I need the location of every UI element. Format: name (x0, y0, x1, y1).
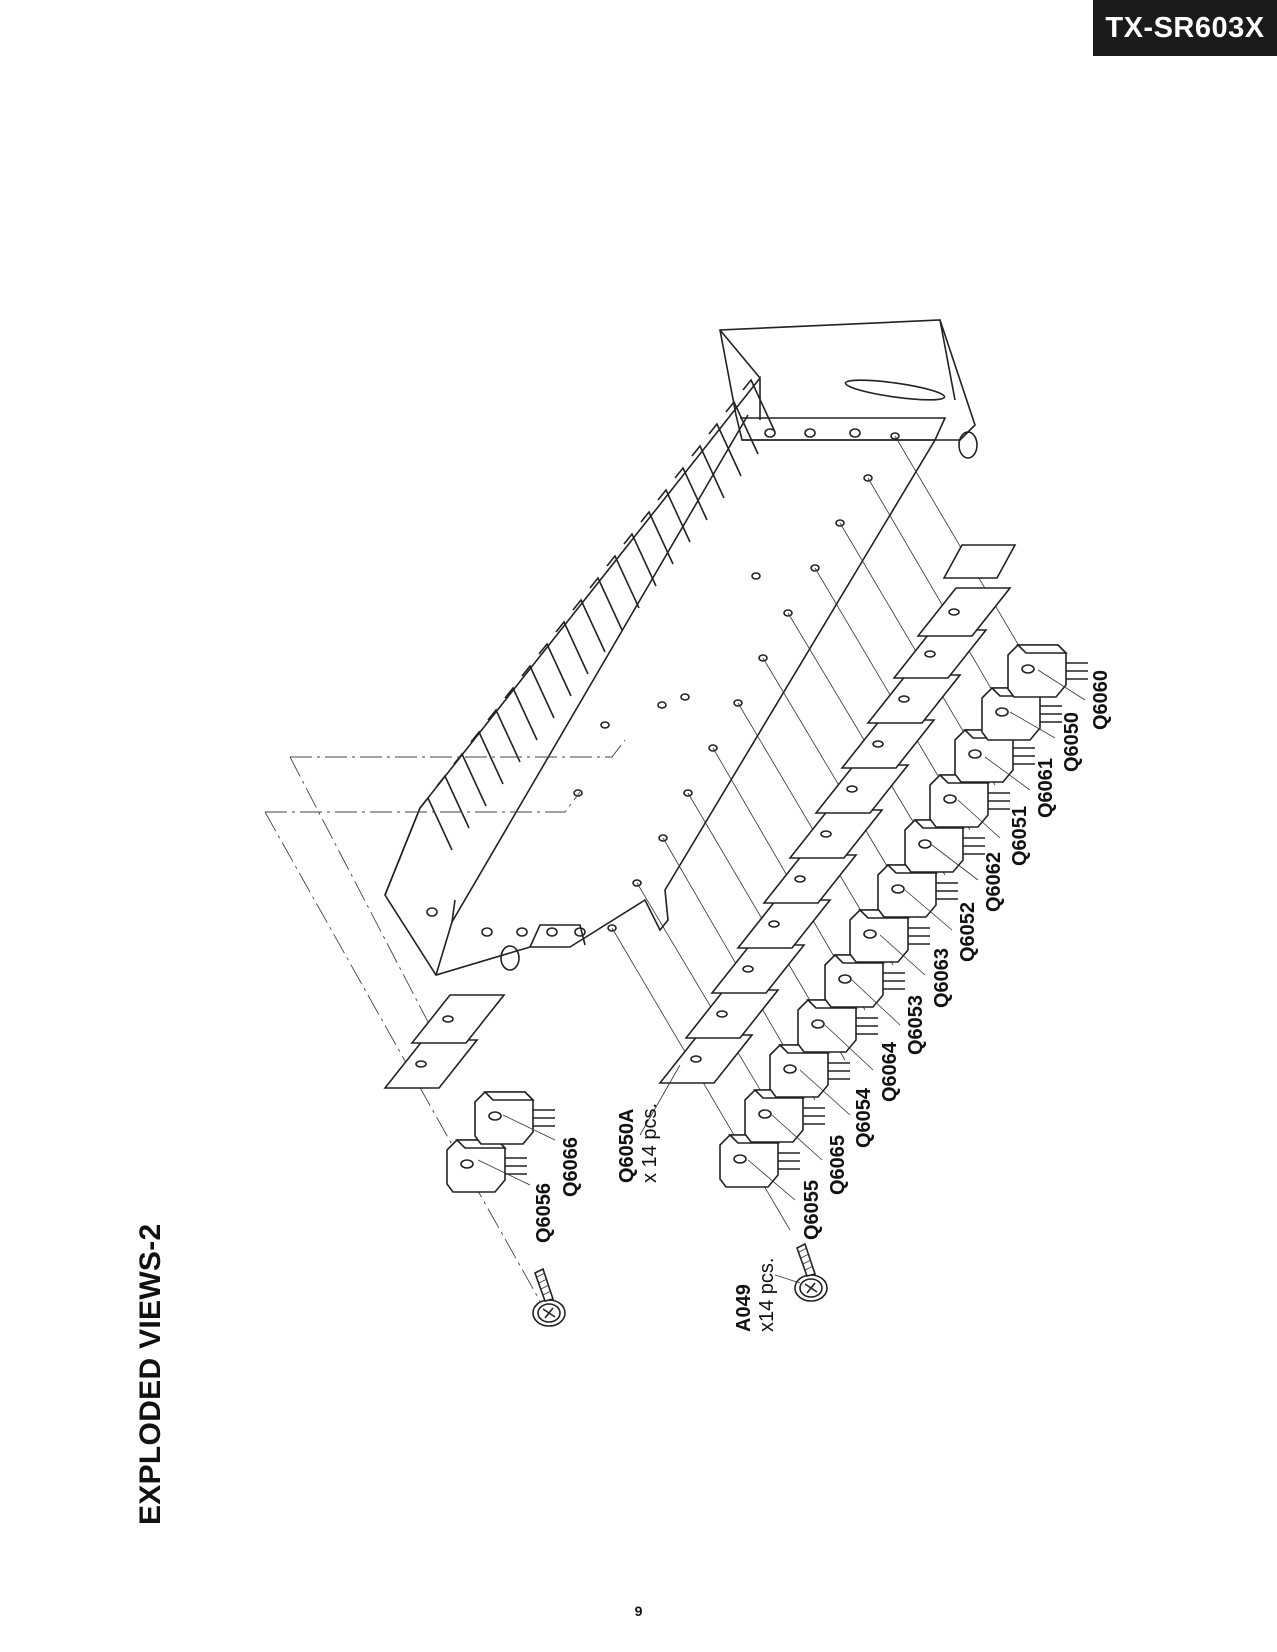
label-a049: A049 (733, 1284, 755, 1332)
insulator-pads (384, 544, 1017, 1089)
screws (532, 1243, 828, 1327)
label-q6054: Q6054 (853, 1087, 875, 1148)
label-q6062: Q6062 (983, 852, 1005, 912)
heatsink (384, 319, 978, 976)
label-q6053: Q6053 (905, 995, 927, 1055)
heatsink-fins (419, 378, 776, 851)
label-q6050a: Q6050A (616, 1109, 638, 1184)
label-q6061: Q6061 (1035, 758, 1057, 818)
label-q6063: Q6063 (931, 948, 953, 1008)
page-number: 9 (634, 1603, 643, 1619)
model-badge: TX-SR603X (1093, 0, 1277, 56)
label-q6052: Q6052 (957, 902, 979, 962)
label-q6066: Q6066 (560, 1137, 582, 1197)
label-q6060: Q6060 (1090, 670, 1112, 730)
label-q6064: Q6064 (879, 1041, 901, 1102)
label-q6051: Q6051 (1009, 806, 1031, 866)
label-q6055: Q6055 (801, 1180, 823, 1240)
part-labels: Q6060 Q6050 Q6061 Q6051 Q6062 Q6052 Q606… (533, 670, 1112, 1332)
label-q6050a-qty: x 14 pcs. (639, 1103, 661, 1183)
label-q6056: Q6056 (533, 1183, 555, 1243)
reference-lines (264, 739, 626, 1311)
label-q6065: Q6065 (827, 1135, 849, 1195)
model-name: TX-SR603X (1105, 11, 1265, 44)
label-q6050: Q6050 (1061, 712, 1083, 772)
leader-lines (477, 669, 1086, 1284)
label-a049-qty: x14 pcs. (756, 1258, 778, 1332)
